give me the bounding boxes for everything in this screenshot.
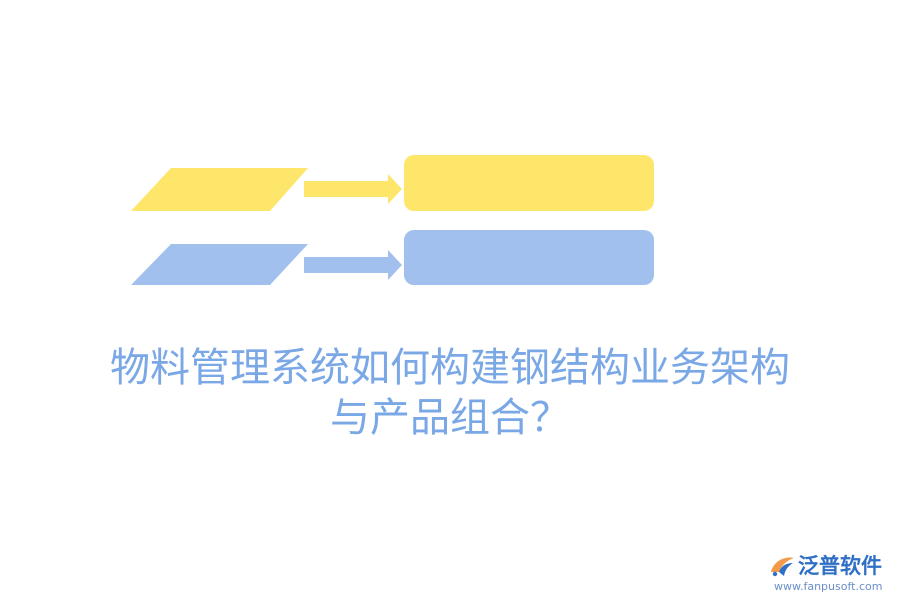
yellow-rounded-box [404, 155, 654, 211]
title-line-1: 物料管理系统如何构建钢结构业务架构 [110, 345, 790, 391]
title-line-2: 与产品组合？ [330, 395, 570, 441]
yellow-parallelogram [131, 168, 308, 211]
yellow-arrow [304, 174, 402, 204]
blue-rounded-box [404, 230, 654, 285]
fanpu-logo-icon [771, 557, 794, 577]
blue-parallelogram [131, 244, 308, 285]
logo-name: 泛普软件 [798, 554, 882, 578]
logo-url: www.fanpusoft.com [774, 580, 883, 593]
brand-logo: 泛普软件 www.fanpusoft.com [768, 552, 896, 598]
blue-arrow [304, 250, 402, 280]
